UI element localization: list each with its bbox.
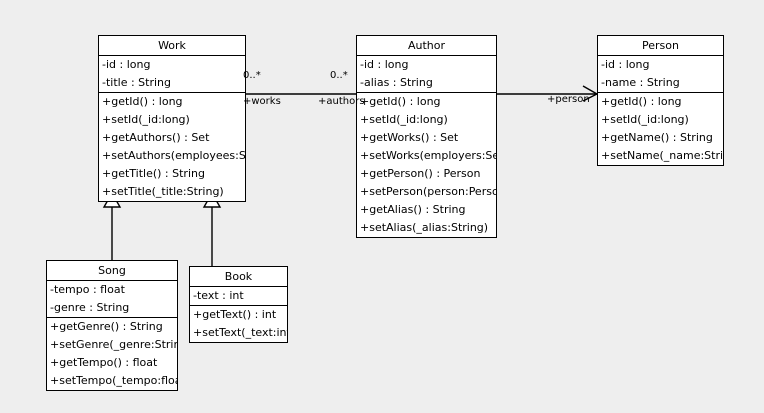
class-name-song: Song	[47, 261, 177, 281]
method-row: +getId() : long	[360, 95, 441, 108]
methods-compartment-person: +getId() : long +setId(_id:long) +getNam…	[598, 93, 723, 165]
attributes-compartment-author: -id : long -alias : String	[357, 56, 496, 93]
attributes-compartment-work: -id : long -title : String	[99, 56, 245, 93]
attribute-row: -name : String	[601, 76, 680, 89]
method-row: +getId() : long	[601, 95, 682, 108]
method-row: +setAlias(_alias:String)	[360, 221, 489, 234]
class-name-work: Work	[99, 36, 245, 56]
class-box-person[interactable]: Person -id : long -name : String +getId(…	[597, 35, 724, 166]
method-row: +getTitle() : String	[102, 167, 205, 180]
method-row: +getAuthors() : Set	[102, 131, 210, 144]
multiplicity-author-end: 0..*	[330, 70, 348, 81]
role-works: +works	[243, 96, 281, 107]
attribute-row: -title : String	[102, 76, 172, 89]
attribute-row: -genre : String	[50, 301, 130, 314]
method-row: +setTitle(_title:String)	[102, 185, 224, 198]
method-row: +getName() : String	[601, 131, 713, 144]
attributes-compartment-person: -id : long -name : String	[598, 56, 723, 93]
method-row: +setGenre(_genre:String)	[50, 338, 177, 351]
attributes-compartment-book: -text : int	[190, 287, 287, 306]
methods-compartment-book: +getText() : int +setText(_text:int)	[190, 306, 287, 342]
attribute-row: -tempo : float	[50, 283, 125, 296]
attribute-row: -text : int	[193, 289, 244, 302]
attribute-row: -id : long	[360, 58, 409, 71]
class-box-song[interactable]: Song -tempo : float -genre : String +get…	[46, 260, 178, 391]
attribute-row: -id : long	[102, 58, 151, 71]
method-row: +setWorks(employers:Set)	[360, 149, 496, 162]
method-row: +setId(_id:long)	[360, 113, 448, 126]
attribute-row: -id : long	[601, 58, 650, 71]
methods-compartment-author: +getId() : long +setId(_id:long) +getWor…	[357, 93, 496, 237]
method-row: +setAuthors(employees:Set)	[102, 149, 245, 162]
method-row: +getAlias() : String	[360, 203, 466, 216]
method-row: +getWorks() : Set	[360, 131, 459, 144]
method-row: +setId(_id:long)	[102, 113, 190, 126]
methods-compartment-song: +getGenre() : String +setGenre(_genre:St…	[47, 318, 177, 390]
method-row: +setId(_id:long)	[601, 113, 689, 126]
method-row: +getPerson() : Person	[360, 167, 481, 180]
method-row: +getGenre() : String	[50, 320, 163, 333]
method-row: +getTempo() : float	[50, 356, 158, 369]
method-row: +getId() : long	[102, 95, 183, 108]
method-row: +setTempo(_tempo:float)	[50, 374, 177, 387]
method-row: +getText() : int	[193, 308, 277, 321]
role-authors: +authors	[318, 96, 365, 107]
methods-compartment-work: +getId() : long +setId(_id:long) +getAut…	[99, 93, 245, 201]
class-box-work[interactable]: Work -id : long -title : String +getId()…	[98, 35, 246, 202]
role-person: +person	[547, 94, 590, 105]
class-box-author[interactable]: Author -id : long -alias : String +getId…	[356, 35, 497, 238]
class-name-book: Book	[190, 267, 287, 287]
class-name-author: Author	[357, 36, 496, 56]
multiplicity-work-end: 0..*	[243, 70, 261, 81]
method-row: +setName(_name:String)	[601, 149, 723, 162]
method-row: +setText(_text:int)	[193, 326, 287, 339]
class-name-person: Person	[598, 36, 723, 56]
class-box-book[interactable]: Book -text : int +getText() : int +setTe…	[189, 266, 288, 343]
attributes-compartment-song: -tempo : float -genre : String	[47, 281, 177, 318]
method-row: +setPerson(person:Person)	[360, 185, 496, 198]
attribute-row: -alias : String	[360, 76, 433, 89]
